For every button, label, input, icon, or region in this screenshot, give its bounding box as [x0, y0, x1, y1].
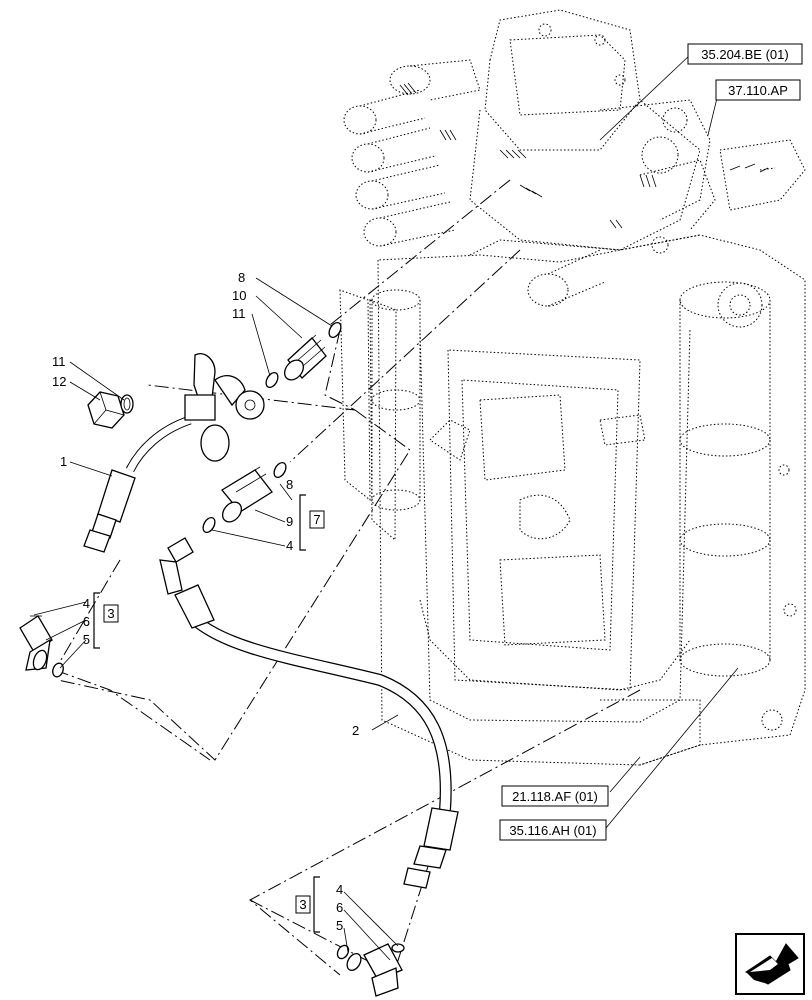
- nut-part-12: [87, 391, 125, 429]
- reference-box-35-116-ah[interactable]: 35.116.AH (01): [499, 819, 607, 841]
- hose-assembly-part-1: [83, 353, 265, 553]
- o-ring-part-4-bottom: [391, 943, 405, 953]
- valve-block-outline: [343, 9, 769, 307]
- callout-4-left: 4: [83, 596, 90, 611]
- reference-label-35-204-be: 35.204.BE (01): [701, 47, 788, 62]
- group-box-7[interactable]: 7: [309, 510, 325, 529]
- next-page-arrow-icon[interactable]: [735, 933, 805, 995]
- o-ring-part-11-top: [265, 371, 279, 389]
- callout-5-bottom: 5: [336, 918, 343, 933]
- fitting-part-9: [221, 466, 273, 523]
- leader-lines: [33, 54, 739, 961]
- callout-labels: 8 10 11 11 12 1 8 9 4 4 6 5 2 4 6 5: [52, 270, 359, 933]
- callout-6-bottom: 6: [336, 900, 343, 915]
- reference-box-21-118-af[interactable]: 21.118.AF (01): [501, 785, 609, 807]
- callout-4-bottom: 4: [336, 882, 343, 897]
- elbow-fitting-bottom: [346, 943, 403, 997]
- callout-6-left: 6: [83, 614, 90, 629]
- reference-label-35-116-ah: 35.116.AH (01): [509, 823, 596, 838]
- group-box-3-bottom[interactable]: 3: [295, 895, 311, 914]
- o-ring-part-8-mid: [273, 461, 287, 479]
- callout-5-left: 5: [83, 632, 90, 647]
- reference-box-37-110-ap[interactable]: 37.110.AP: [715, 79, 801, 101]
- group-box-3-bottom-label: 3: [299, 897, 306, 912]
- callout-2: 2: [352, 723, 359, 738]
- brackets: [93, 494, 320, 933]
- callout-1: 1: [60, 454, 67, 469]
- transmission-housing-outline: [339, 139, 806, 766]
- o-ring-part-8-top: [328, 321, 342, 339]
- callout-12: 12: [52, 374, 66, 389]
- callout-8-mid: 8: [286, 477, 293, 492]
- reference-label-37-110-ap: 37.110.AP: [728, 83, 788, 98]
- group-box-7-label: 7: [313, 512, 320, 527]
- callout-9: 9: [286, 514, 293, 529]
- o-ring-part-5-left: [52, 662, 64, 678]
- group-box-3-left-label: 3: [107, 606, 114, 621]
- spool-cylinders: [343, 59, 606, 307]
- o-ring-part-11-left: [120, 394, 134, 414]
- reference-label-21-118-af: 21.118.AF (01): [512, 789, 598, 804]
- callout-11-left: 11: [52, 354, 66, 369]
- o-ring-part-5-bottom: [336, 944, 350, 960]
- o-ring-part-4-mid: [202, 516, 216, 534]
- hose-part-2: [159, 537, 459, 889]
- callout-8-top: 8: [238, 270, 245, 285]
- callout-11-top: 11: [232, 306, 246, 321]
- reference-box-35-204-be[interactable]: 35.204.BE (01): [687, 43, 803, 65]
- group-box-3-left[interactable]: 3: [103, 604, 119, 623]
- elbow-fitting-left: [19, 615, 53, 671]
- adapter-part-10: [283, 334, 327, 381]
- callout-4-mid: 4: [286, 538, 293, 553]
- alignment-lines: [54, 179, 641, 976]
- callout-10: 10: [232, 288, 246, 303]
